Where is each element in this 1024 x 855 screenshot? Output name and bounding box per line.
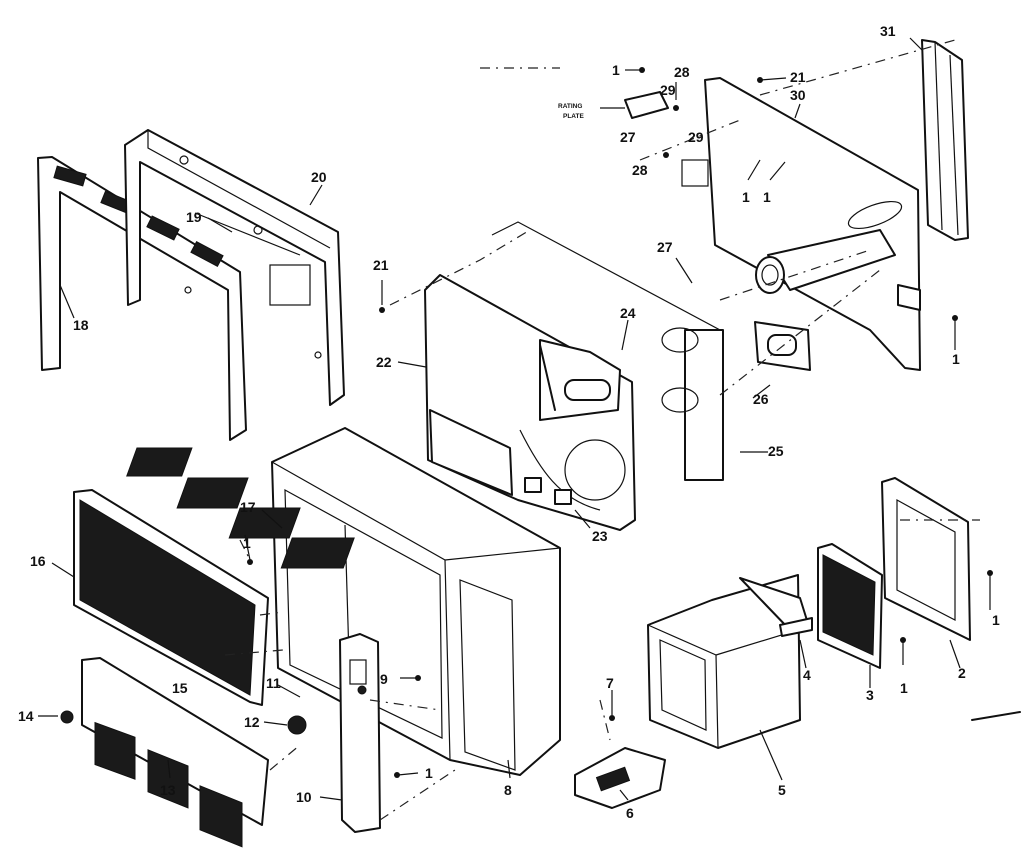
callout-1: 1 bbox=[900, 680, 908, 696]
callout-26: 26 bbox=[753, 391, 769, 407]
callout-2: 2 bbox=[958, 665, 966, 681]
callout-1: 1 bbox=[763, 189, 771, 205]
part-5-housing bbox=[647, 574, 811, 749]
assembly-lines bbox=[224, 39, 1021, 821]
callout-22: 22 bbox=[376, 354, 392, 370]
part-2-rear-frame bbox=[881, 477, 971, 641]
callout-7: 7 bbox=[606, 675, 614, 691]
callout-28: 28 bbox=[674, 64, 690, 80]
callout-6: 6 bbox=[626, 805, 634, 821]
part-12-knob bbox=[287, 715, 307, 735]
callout-3: 3 bbox=[866, 687, 874, 703]
part-22-bulkhead bbox=[424, 221, 724, 531]
callout-30: 30 bbox=[790, 87, 806, 103]
callout-23: 23 bbox=[592, 528, 608, 544]
part-3-rear-grille bbox=[817, 543, 883, 669]
callout-31: 31 bbox=[880, 23, 896, 39]
callout-27: 27 bbox=[657, 239, 673, 255]
callout-8: 8 bbox=[504, 782, 512, 798]
rating-plate: RATING PLATE bbox=[558, 91, 669, 120]
callout-4: 4 bbox=[803, 667, 811, 683]
callout-17: 17 bbox=[240, 499, 256, 515]
part-10-control-column bbox=[339, 633, 381, 833]
part-31-bracket bbox=[921, 39, 969, 241]
part-30-back-panel bbox=[681, 77, 921, 371]
callout-13: 13 bbox=[160, 782, 176, 798]
callout-27: 27 bbox=[620, 129, 636, 145]
callout-labels: 1 1 1 1 1 1 1 1 2 3 4 5 6 7 8 9 10 11 12… bbox=[18, 23, 1000, 821]
part-18-trim-frame bbox=[37, 156, 247, 441]
callout-19: 19 bbox=[186, 209, 202, 225]
callout-1: 1 bbox=[742, 189, 750, 205]
svg-text:RATING: RATING bbox=[558, 103, 582, 110]
part-14-screw bbox=[60, 710, 74, 724]
fastener-dots bbox=[247, 67, 993, 778]
callout-29: 29 bbox=[660, 82, 676, 98]
callout-18: 18 bbox=[73, 317, 89, 333]
callout-24: 24 bbox=[620, 305, 636, 321]
callout-20: 20 bbox=[311, 169, 327, 185]
callout-5: 5 bbox=[778, 782, 786, 798]
callout-16: 16 bbox=[30, 553, 46, 569]
callout-25: 25 bbox=[768, 443, 784, 459]
callout-1: 1 bbox=[612, 62, 620, 78]
callout-21: 21 bbox=[373, 257, 389, 273]
callout-29: 29 bbox=[688, 129, 704, 145]
callout-1: 1 bbox=[992, 612, 1000, 628]
callout-15: 15 bbox=[172, 680, 188, 696]
part-16-front-grille bbox=[73, 489, 269, 706]
svg-text:PLATE: PLATE bbox=[563, 113, 584, 120]
callout-11: 11 bbox=[266, 675, 281, 691]
callout-1: 1 bbox=[243, 535, 251, 551]
callout-1: 1 bbox=[425, 765, 433, 781]
callout-1: 1 bbox=[952, 351, 960, 367]
leader-lines bbox=[38, 37, 991, 801]
callout-21: 21 bbox=[790, 69, 806, 85]
callout-12: 12 bbox=[244, 714, 260, 730]
part-13-lower-grille bbox=[81, 657, 269, 848]
part-4-rail bbox=[779, 617, 813, 637]
callout-28: 28 bbox=[632, 162, 648, 178]
callout-14: 14 bbox=[18, 708, 34, 724]
callout-9: 9 bbox=[380, 671, 388, 687]
part-6-bracket bbox=[574, 747, 666, 809]
callout-10: 10 bbox=[296, 789, 312, 805]
